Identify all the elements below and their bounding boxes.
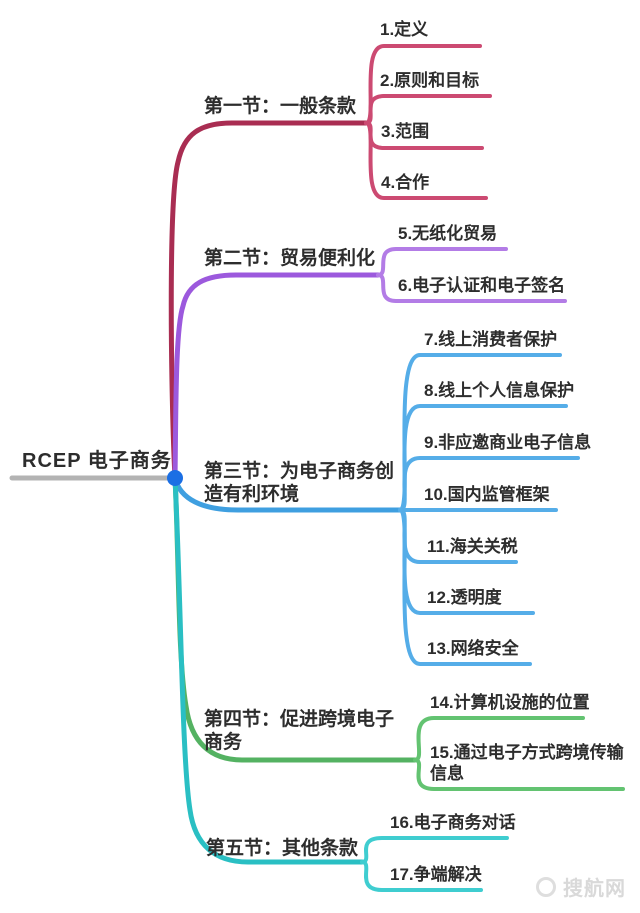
child-connector-2-2 [376, 273, 567, 303]
node-child-1-3[interactable]: 3.范围 [381, 122, 430, 141]
branch-connector-1 [168, 120, 369, 481]
node-child-3-7[interactable]: 13.网络安全 [427, 639, 519, 658]
child-connector-5-2 [360, 860, 483, 892]
child-connector-2-1 [376, 247, 508, 277]
node-child-3-6[interactable]: 12.透明度 [427, 588, 502, 607]
node-child-3-4[interactable]: 10.国内监管框架 [424, 485, 550, 504]
child-connector-3-3 [398, 456, 580, 512]
node-child-4-2[interactable]: 15.通过电子方式跨境传输信息 [430, 743, 624, 783]
node-branch-3[interactable]: 第三节：为电子商务创造有利环境 [204, 461, 395, 505]
node-child-3-3[interactable]: 9.非应邀商业电子信息 [424, 433, 592, 452]
node-child-3-2[interactable]: 8.线上个人信息保护 [424, 381, 575, 400]
node-child-1-2[interactable]: 2.原则和目标 [380, 71, 480, 90]
child-connector-1-4 [364, 121, 488, 200]
child-connector-4-2 [413, 758, 625, 791]
node-child-3-5[interactable]: 11.海关关税 [427, 537, 518, 556]
node-child-2-1[interactable]: 5.无纸化贸易 [398, 224, 498, 243]
node-branch-5[interactable]: 第五节：其他条款 [206, 838, 359, 859]
junction-dot [167, 470, 183, 486]
child-connector-4-1 [413, 716, 585, 762]
node-child-3-1[interactable]: 7.线上消费者保护 [424, 330, 558, 349]
branch-connector-5 [172, 475, 365, 865]
node-root[interactable]: RCEP 电子商务 [22, 450, 172, 472]
node-child-5-2[interactable]: 17.争端解决 [390, 865, 482, 884]
node-child-1-1[interactable]: 1.定义 [380, 20, 429, 39]
node-branch-2[interactable]: 第二节：贸易便利化 [204, 248, 376, 269]
node-branch-4[interactable]: 第四节：促进跨境电子商务 [204, 709, 395, 753]
node-child-2-2[interactable]: 6.电子认证和电子签名 [398, 276, 566, 295]
node-child-5-1[interactable]: 16.电子商务对话 [390, 813, 516, 832]
node-child-4-1[interactable]: 14.计算机设施的位置 [430, 693, 590, 712]
child-connector-1-2 [364, 94, 492, 125]
child-connector-3-7 [398, 508, 532, 666]
watermark-logo-icon [536, 876, 556, 897]
branch-connector-2 [172, 272, 381, 481]
child-connector-5-1 [360, 836, 509, 864]
node-branch-1[interactable]: 第一节：一般条款 [204, 96, 357, 117]
watermark-label: 搜航网 [563, 878, 626, 900]
watermark: 搜航网 [536, 872, 626, 901]
node-child-1-4[interactable]: 4.合作 [381, 173, 430, 192]
